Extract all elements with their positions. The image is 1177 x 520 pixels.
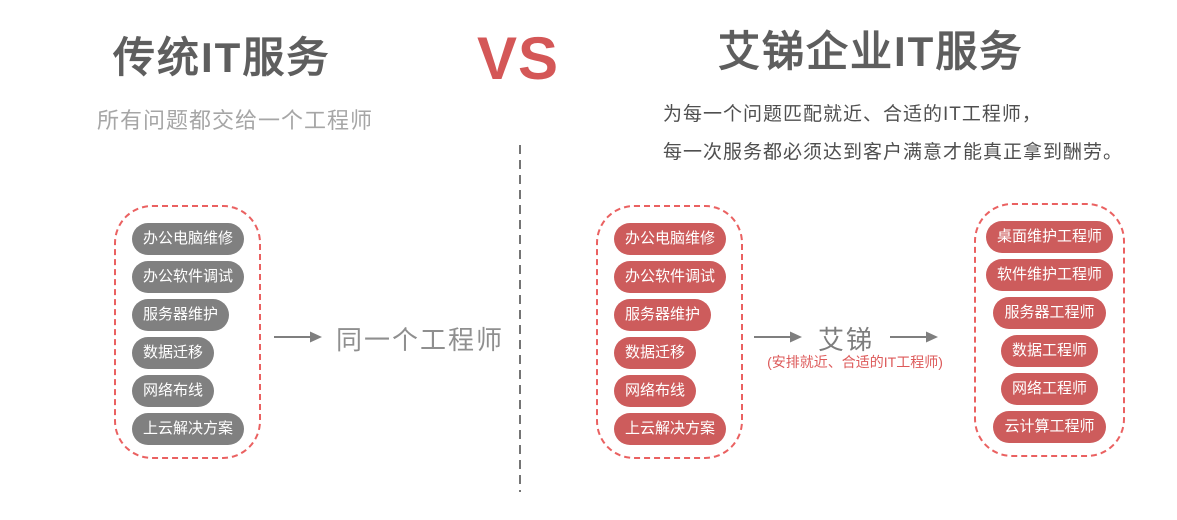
vertical-divider — [519, 145, 521, 492]
traditional-subtitle: 所有问题都交给一个工程师 — [97, 108, 374, 133]
service-pill: 办公电脑维修 — [614, 223, 727, 255]
engineer-pill: 桌面维护工程师 — [985, 221, 1113, 253]
service-pill: 数据迁移 — [614, 337, 697, 369]
service-pill: 办公电脑维修 — [132, 223, 245, 255]
vs-label: VS — [477, 25, 560, 92]
aiti-subtitle-line1: 为每一个问题匹配就近、合适的IT工程师， — [663, 104, 1042, 125]
engineer-pill: 云计算工程师 — [993, 411, 1106, 443]
engineer-pill: 网络工程师 — [1000, 373, 1098, 405]
engineer-pill: 软件维护工程师 — [985, 259, 1113, 291]
service-pill: 数据迁移 — [132, 337, 215, 369]
aiti-subtitle: 为每一个问题匹配就近、合适的IT工程师， 每一次服务都必须达到客户满意才能真正拿… — [663, 96, 1123, 172]
aiti-title: 艾锑企业IT服务 — [718, 28, 1024, 75]
service-pill: 上云解决方案 — [132, 413, 245, 445]
engineer-pill: 服务器工程师 — [993, 297, 1106, 329]
service-pill: 服务器维护 — [614, 299, 712, 331]
traditional-services-box: 办公电脑维修办公软件调试服务器维护数据迁移网络布线上云解决方案 — [114, 205, 261, 459]
aiti-subtitle-line2: 每一次服务都必须达到客户满意才能真正拿到酬劳。 — [663, 142, 1124, 163]
service-pill: 服务器维护 — [132, 299, 230, 331]
engineer-pill: 数据工程师 — [1000, 335, 1098, 367]
aiti-dispatch-caption: (安排就近、合适的IT工程师) — [767, 354, 943, 370]
service-pill: 办公软件调试 — [614, 261, 727, 293]
right-arrow-icon — [274, 331, 322, 343]
same-engineer-label: 同一个工程师 — [336, 325, 505, 355]
traditional-title: 传统IT服务 — [113, 34, 331, 81]
aiti-brand-label: 艾锑 — [818, 325, 875, 355]
service-pill: 上云解决方案 — [614, 413, 727, 445]
service-pill: 网络布线 — [614, 375, 697, 407]
right-arrow-icon — [890, 331, 938, 343]
aiti-services-box: 办公电脑维修办公软件调试服务器维护数据迁移网络布线上云解决方案 — [596, 205, 743, 459]
aiti-engineers-box: 桌面维护工程师软件维护工程师服务器工程师数据工程师网络工程师云计算工程师 — [974, 203, 1125, 457]
service-pill: 办公软件调试 — [132, 261, 245, 293]
service-pill: 网络布线 — [132, 375, 215, 407]
right-arrow-icon — [754, 331, 802, 343]
